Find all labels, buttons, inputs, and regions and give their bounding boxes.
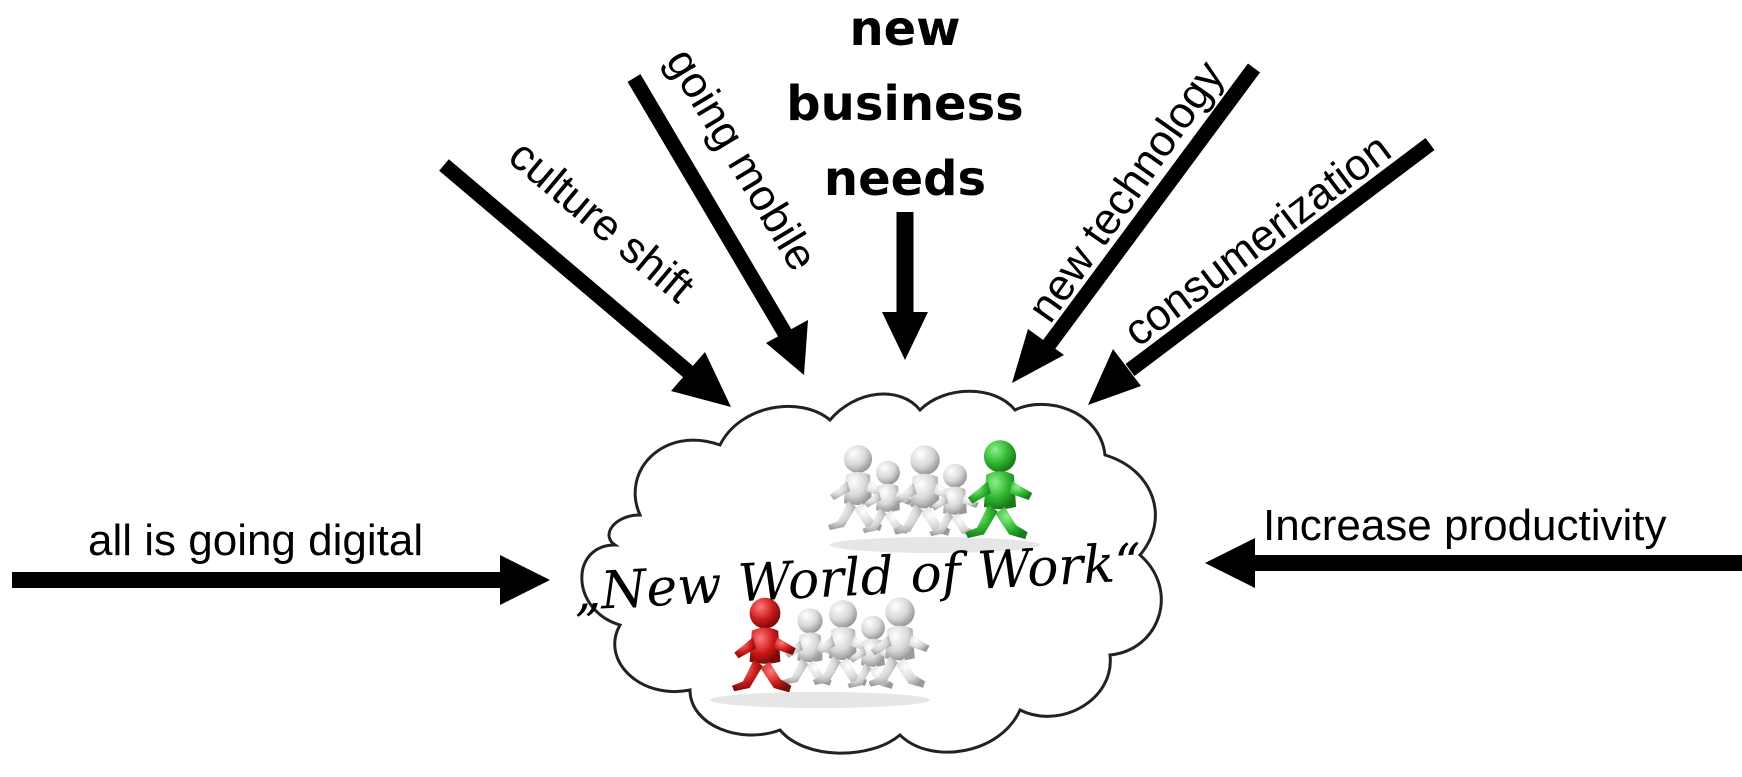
running-crowd-icon bbox=[710, 597, 930, 708]
label-new-business-needs-line3: needs bbox=[824, 151, 986, 207]
arrow-culture-shift bbox=[439, 159, 731, 407]
arrow-going-mobile bbox=[627, 74, 808, 375]
arrows bbox=[12, 63, 1742, 605]
running-crowd-icon bbox=[828, 440, 1040, 553]
arrow-new-business-needs bbox=[882, 212, 928, 360]
arrow-all-digital bbox=[12, 555, 550, 605]
arrow-productivity bbox=[1205, 538, 1742, 588]
label-productivity: Increase productivity bbox=[1263, 501, 1667, 550]
arrow-consumerization bbox=[1088, 138, 1435, 405]
label-all-digital: all is going digital bbox=[88, 516, 423, 565]
arrow-new-technology bbox=[1012, 63, 1261, 383]
label-new-business-needs-line1: new bbox=[849, 1, 960, 57]
label-new-business-needs-line2: business bbox=[786, 76, 1023, 132]
label-new-business-needs: new business needs bbox=[786, 1, 1023, 207]
cloud-icon bbox=[580, 389, 1163, 755]
